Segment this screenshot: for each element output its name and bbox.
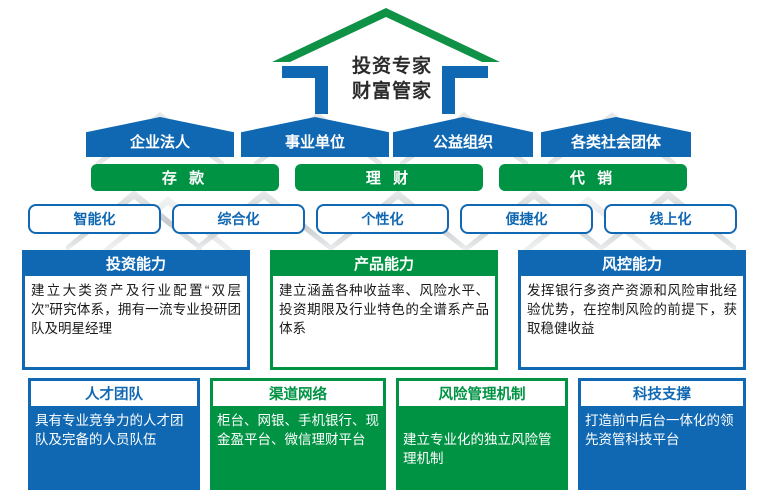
foundation-body-risk-mechanism: 建立专业化的独立风险管理机制 (403, 431, 552, 466)
client-box-enterprise[interactable]: 企业法人 (86, 117, 234, 157)
foundation-title-channel: 渠道网络 (213, 381, 383, 406)
foundation-card-technology[interactable]: 科技支撑 打造前中后台一体化的领先资管科技平台 (578, 378, 746, 490)
brand-title: 投资专家 财富管家 (336, 54, 448, 104)
foundation-card-risk-mechanism[interactable]: 风险管理机制 建立专业化的独立风险管理机制 (396, 378, 568, 490)
capability-title-investment: 投资能力 (105, 255, 166, 273)
service-pill-agency[interactable]: 代 销 (499, 164, 687, 191)
capability-body-investment: 建立大类资产及行业配置“双层次”研究体系，拥有一流专业投研团队及明星经理 (25, 276, 247, 367)
feature-box-personalized[interactable]: 个性化 (316, 204, 449, 234)
service-pill-deposit[interactable]: 存 款 (91, 164, 279, 191)
brand-line-1: 投资专家 (351, 56, 432, 77)
capability-card-investment[interactable]: 投资能力 建立大类资产及行业配置“双层次”研究体系，拥有一流专业投研团队及明星经… (22, 250, 250, 370)
capability-title-risk-control: 风控能力 (601, 255, 662, 273)
feature-box-online[interactable]: 线上化 (604, 204, 737, 234)
capability-card-product[interactable]: 产品能力 建立涵盖各种收益率、风险水平、投资期限及行业特色的全谱系产品体系 (270, 250, 498, 370)
foundation-title-risk-mechanism: 风险管理机制 (399, 381, 565, 406)
feature-box-convenient[interactable]: 便捷化 (460, 204, 593, 234)
foundation-card-channel[interactable]: 渠道网络 柜台、网银、手机银行、现金盈平台、微信理财平台 (210, 378, 386, 490)
left-pillar-icon (282, 66, 328, 114)
capability-title-product: 产品能力 (353, 255, 414, 273)
foundation-body-channel: 柜台、网银、手机银行、现金盈平台、微信理财平台 (217, 413, 379, 447)
client-box-charity[interactable]: 公益组织 (393, 117, 533, 157)
feature-box-comprehensive[interactable]: 综合化 (172, 204, 305, 234)
foundation-title-talent: 人才团队 (31, 381, 197, 406)
foundation-body-talent: 具有专业竞争力的人才团队及完备的人员队伍 (35, 413, 184, 447)
client-box-social-groups[interactable]: 各类社会团体 (541, 117, 691, 157)
right-pillar-icon (442, 66, 488, 114)
capability-body-risk-control: 发挥银行多资产资源和风险审批经验优势，在控制风险的前提下，获取稳健收益 (521, 276, 743, 367)
foundation-title-technology: 科技支撑 (581, 381, 743, 406)
roof-chevron-icon (272, 8, 500, 62)
foundation-body-technology: 打造前中后台一体化的领先资管科技平台 (585, 413, 734, 447)
brand-line-2: 财富管家 (351, 81, 432, 102)
capability-body-product: 建立涵盖各种收益率、风险水平、投资期限及行业特色的全谱系产品体系 (273, 276, 495, 367)
capability-card-risk-control[interactable]: 风控能力 发挥银行多资产资源和风险审批经验优势，在控制风险的前提下，获取稳健收益 (518, 250, 746, 370)
feature-box-intelligent[interactable]: 智能化 (28, 204, 161, 234)
service-pill-wealth[interactable]: 理 财 (295, 164, 483, 191)
foundation-card-talent[interactable]: 人才团队 具有专业竞争力的人才团队及完备的人员队伍 (28, 378, 200, 490)
client-box-institution[interactable]: 事业单位 (241, 117, 389, 157)
